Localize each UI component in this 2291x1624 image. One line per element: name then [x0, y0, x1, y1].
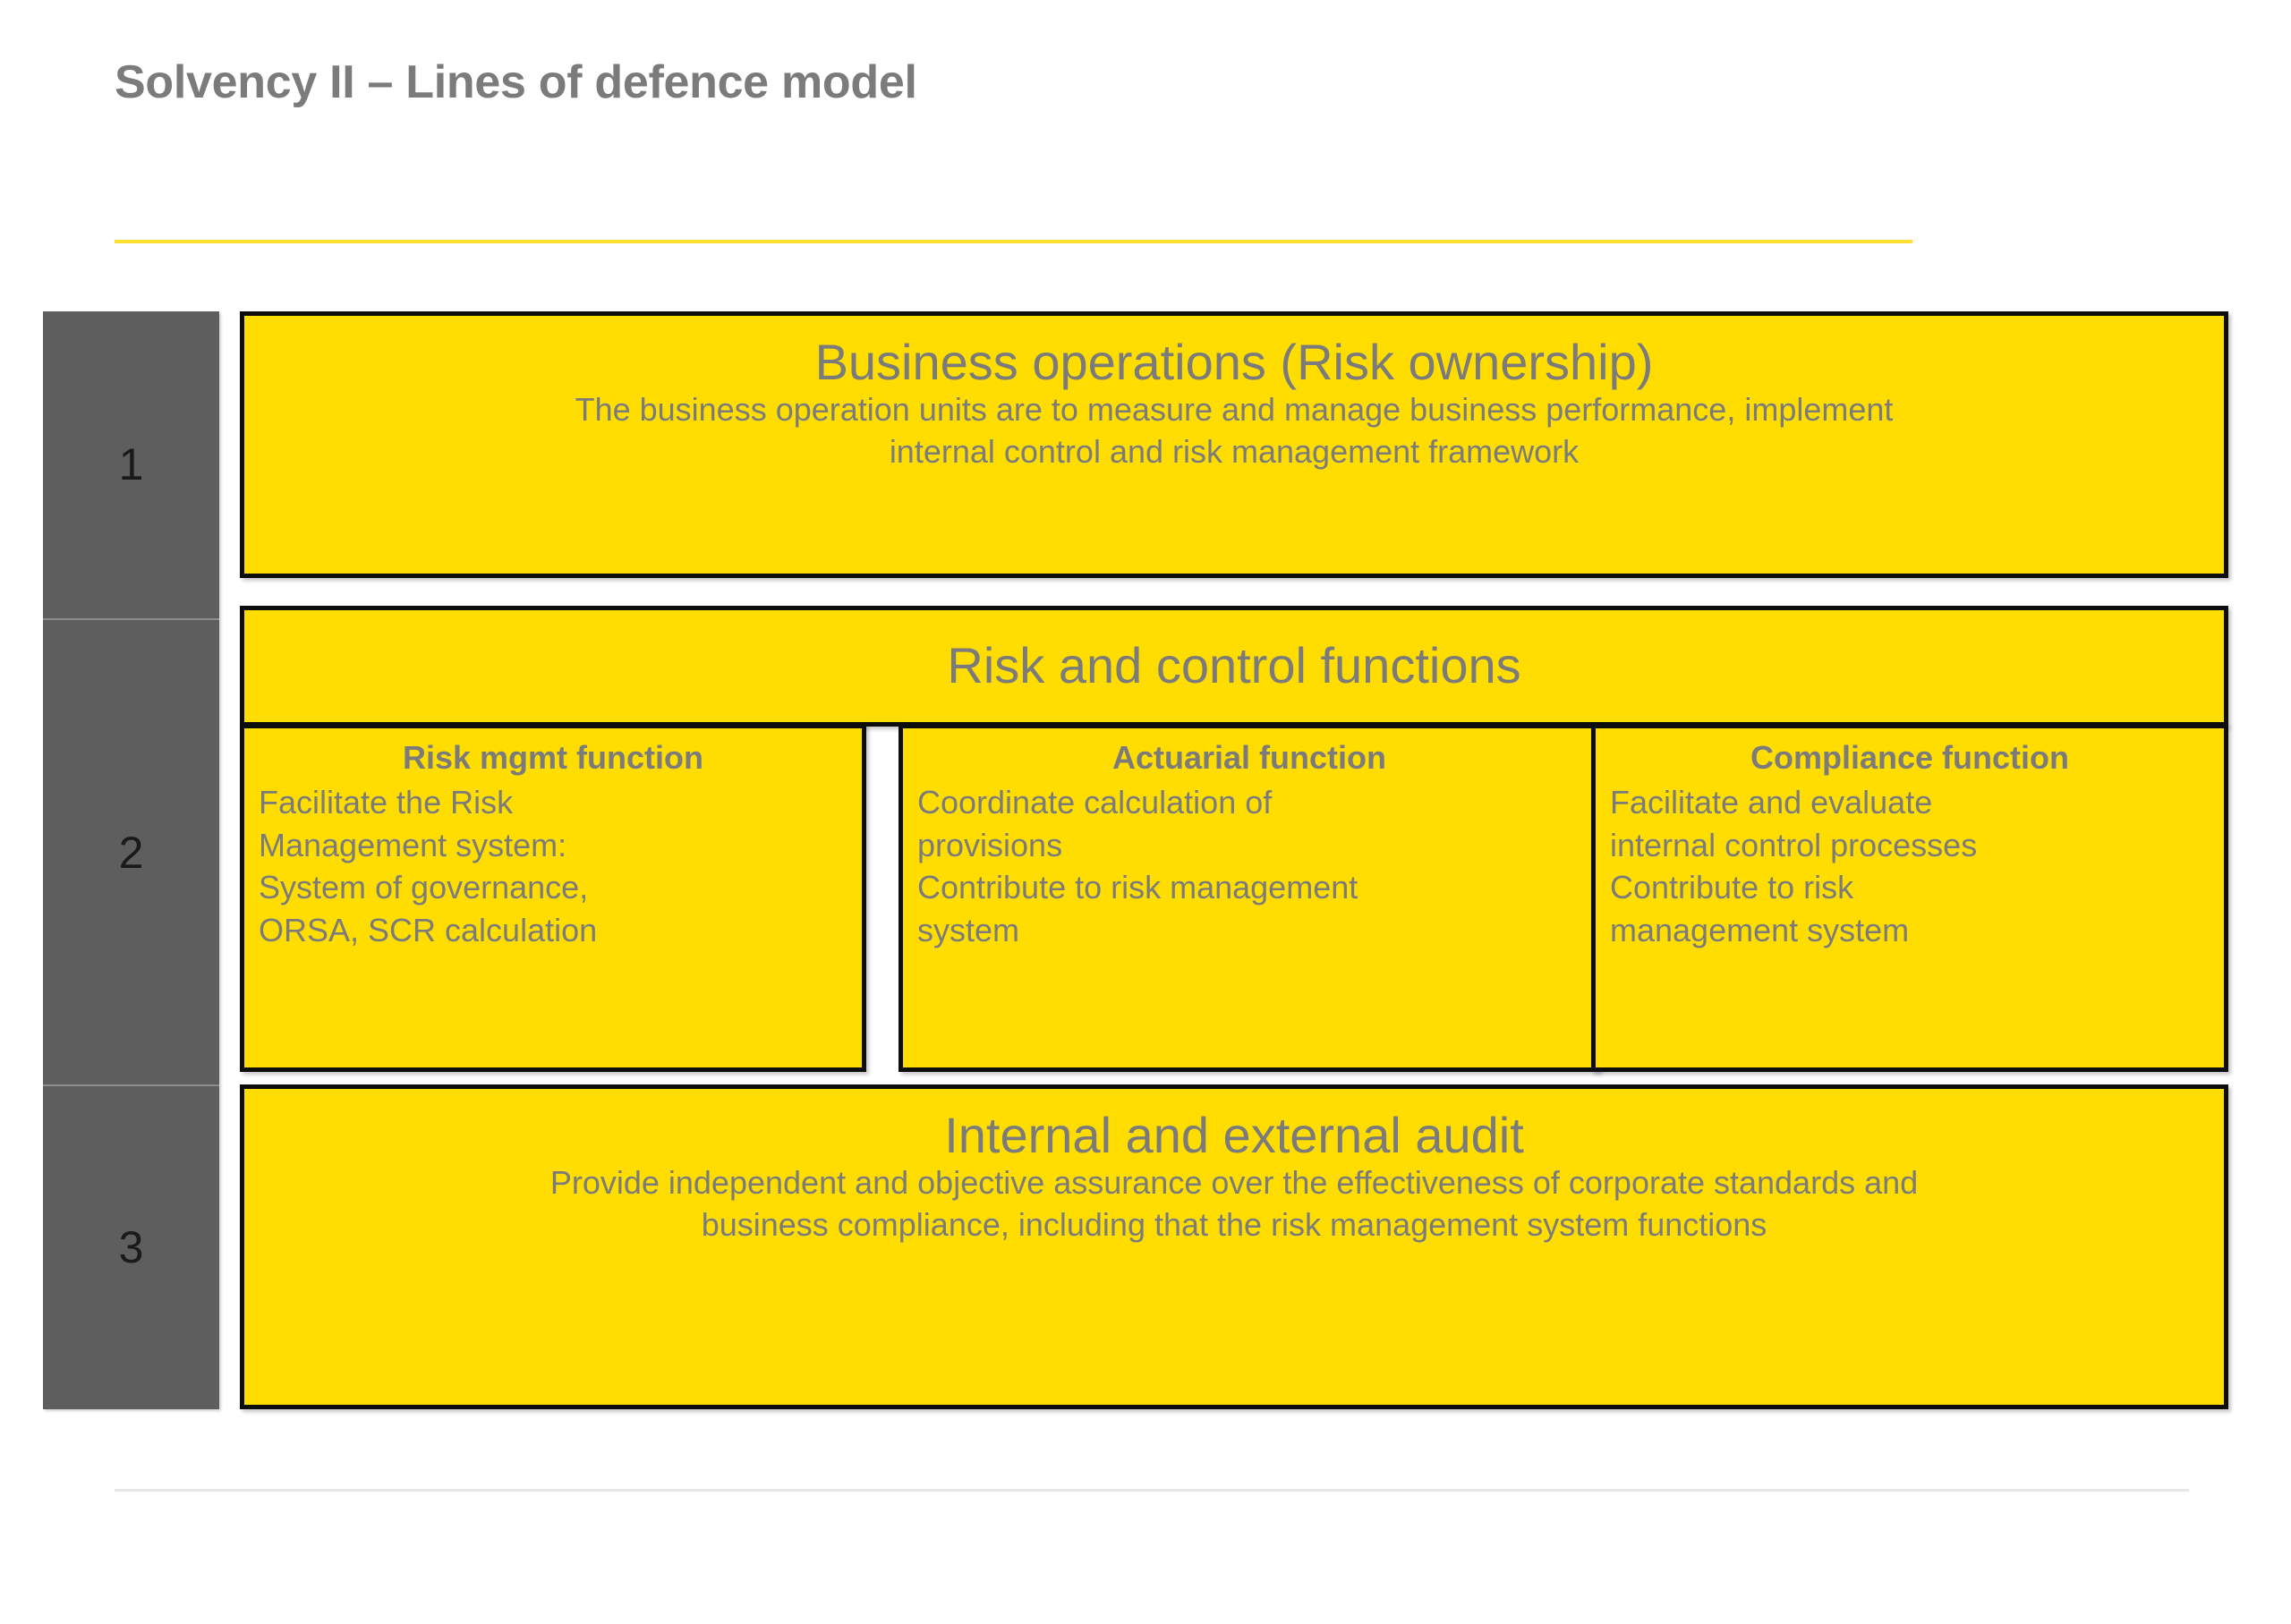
actuarial-function-title: Actuarial function — [1111, 739, 1387, 776]
compliance-function-body-line-4: management system — [1610, 911, 1910, 948]
tier-number-1-label: 1 — [118, 439, 144, 489]
tier-number-1: 1 — [43, 311, 219, 617]
line-of-defence-1-box: Business operations (Risk ownership) The… — [240, 311, 2228, 578]
actuarial-function-body-line-3: Contribute to risk management — [917, 869, 1358, 906]
compliance-function-box: Compliance function Facilitate and evalu… — [1591, 724, 2228, 1072]
page-title: Solvency II – Lines of defence model — [115, 56, 917, 108]
risk-mgmt-function-body: Facilitate the Risk Management system: S… — [259, 781, 847, 951]
line-of-defence-2-group: Risk and control functions Risk mgmt fun… — [240, 606, 2228, 1072]
compliance-function-body-line-3: Contribute to risk — [1610, 869, 1854, 906]
title-divider-rule — [115, 240, 1912, 243]
line-of-defence-3-box: Internal and external audit Provide inde… — [240, 1084, 2228, 1409]
tier-number-2-label: 2 — [118, 827, 144, 878]
line-of-defence-2-header-box: Risk and control functions — [240, 606, 2228, 727]
line-of-defence-3-body-line-1: Provide independent and objective assura… — [549, 1164, 1919, 1202]
compliance-function-body: Facilitate and evaluate internal control… — [1610, 781, 2210, 951]
line-of-defence-2-title: Risk and control functions — [947, 637, 1521, 694]
footer-divider-rule — [115, 1489, 2189, 1492]
actuarial-function-body-line-2: provisions — [917, 826, 1063, 863]
actuarial-function-body: Coordinate calculation of provisions Con… — [917, 781, 1581, 951]
risk-mgmt-function-body-line-1: Facilitate the Risk — [259, 784, 514, 821]
risk-mgmt-function-body-line-3: System of governance, — [259, 869, 589, 906]
actuarial-function-body-line-4: system — [917, 911, 1020, 948]
risk-mgmt-function-body-line-4: ORSA, SCR calculation — [259, 911, 598, 948]
line-of-defence-3-body: Provide independent and objective assura… — [550, 1162, 1918, 1245]
line-of-defence-1-title: Business operations (Risk ownership) — [814, 334, 1654, 390]
tier-number-column: 1 2 3 — [43, 311, 219, 1409]
actuarial-function-body-line-1: Coordinate calculation of — [917, 784, 1273, 821]
tier-number-2: 2 — [43, 618, 219, 1086]
line-of-defence-1-body-line-1: The business operation units are to meas… — [575, 391, 1894, 429]
line-of-defence-3-body-line-2: business compliance, including that the … — [701, 1205, 1767, 1243]
line-of-defence-1-body: The business operation units are to meas… — [575, 389, 1894, 472]
compliance-function-title: Compliance function — [1750, 739, 2069, 776]
compliance-function-body-line-2: internal control processes — [1610, 826, 1978, 863]
risk-control-functions-row: Risk mgmt function Facilitate the Risk M… — [240, 724, 2228, 1072]
line-of-defence-3-title: Internal and external audit — [944, 1107, 1524, 1163]
actuarial-function-box: Actuarial function Coordinate calculatio… — [899, 724, 1600, 1072]
tier-number-3-label: 3 — [118, 1221, 144, 1272]
risk-mgmt-function-title: Risk mgmt function — [402, 739, 703, 776]
tier-number-3: 3 — [43, 1084, 219, 1409]
risk-mgmt-function-box: Risk mgmt function Facilitate the Risk M… — [240, 724, 866, 1072]
risk-mgmt-function-body-line-2: Management system: — [259, 826, 567, 863]
line-of-defence-1-body-line-2: internal control and risk management fra… — [889, 432, 1580, 470]
compliance-function-body-line-1: Facilitate and evaluate — [1610, 784, 1933, 821]
